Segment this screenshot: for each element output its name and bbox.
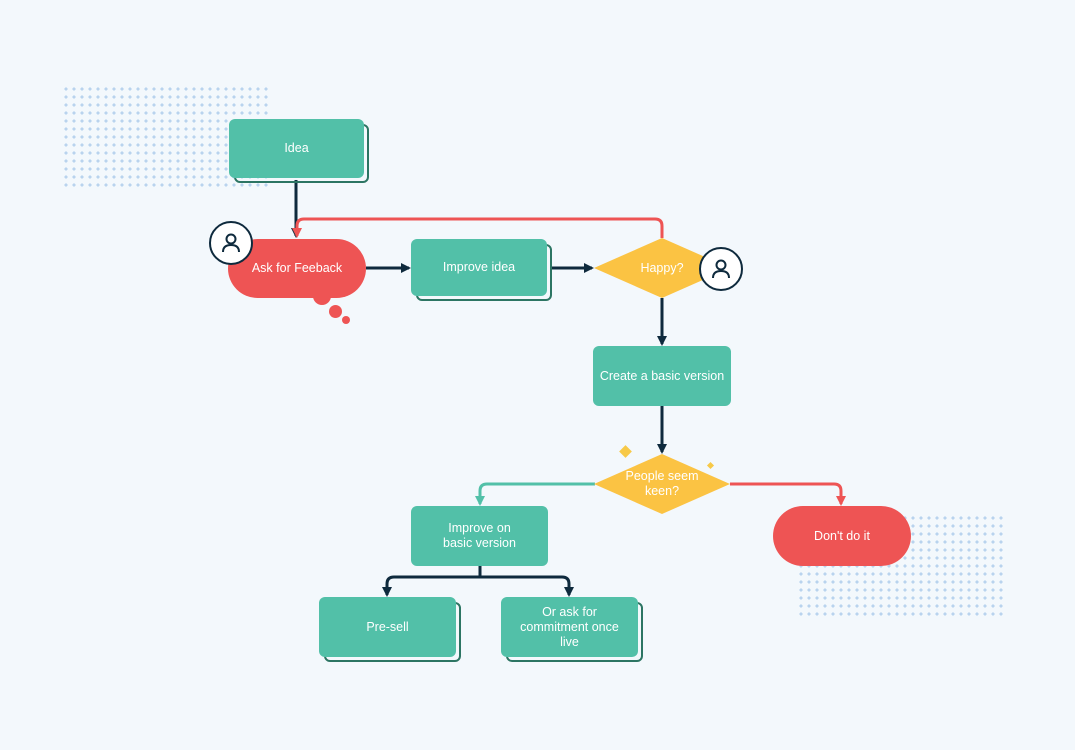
node-idea-label: Idea	[284, 141, 309, 155]
node-improve-idea-label: Improve idea	[442, 260, 516, 274]
arrow-keen-to-improve-basic	[475, 482, 595, 506]
node-ask-feedback-label: Ask for Feeback	[251, 261, 343, 275]
user-icon	[699, 247, 743, 291]
speech-bubble-dot	[329, 305, 342, 318]
node-happy-decision[interactable]: Happy?	[594, 238, 730, 298]
node-improve-basic-label: Improve on basic version	[443, 521, 516, 550]
arrow-split-to-commitment	[480, 575, 574, 597]
node-keen-label: People seem keen?	[625, 469, 699, 498]
arrow-split-to-presell	[382, 575, 480, 597]
arrow-happy-back-to-ask	[292, 217, 664, 238]
node-improve-idea[interactable]: Improve idea	[411, 239, 552, 301]
node-ask-commitment[interactable]: Or ask for commitment once live	[501, 597, 643, 662]
node-basic-version[interactable]: Create a basic version	[593, 346, 731, 406]
node-improve-basic[interactable]: Improve on basic version	[411, 506, 548, 566]
node-idea[interactable]: Idea	[229, 119, 369, 183]
node-dont-do-it-label: Don't do it	[814, 528, 870, 543]
node-happy-label: Happy?	[640, 260, 684, 275]
node-basic-version-label: Create a basic version	[599, 368, 725, 383]
node-ask-commitment-label: Or ask for commitment once live	[520, 604, 619, 649]
arrow-keen-to-dont	[730, 482, 846, 506]
node-keen-decision[interactable]: People seem keen?	[594, 454, 730, 514]
speech-bubble-dot	[342, 316, 350, 324]
node-ask-feedback[interactable]: Ask for Feeback	[228, 239, 366, 298]
node-pre-sell-label: Pre-sell	[366, 619, 409, 634]
node-pre-sell[interactable]: Pre-sell	[319, 597, 461, 662]
node-dont-do-it[interactable]: Don't do it	[773, 506, 911, 566]
user-icon	[209, 221, 253, 265]
